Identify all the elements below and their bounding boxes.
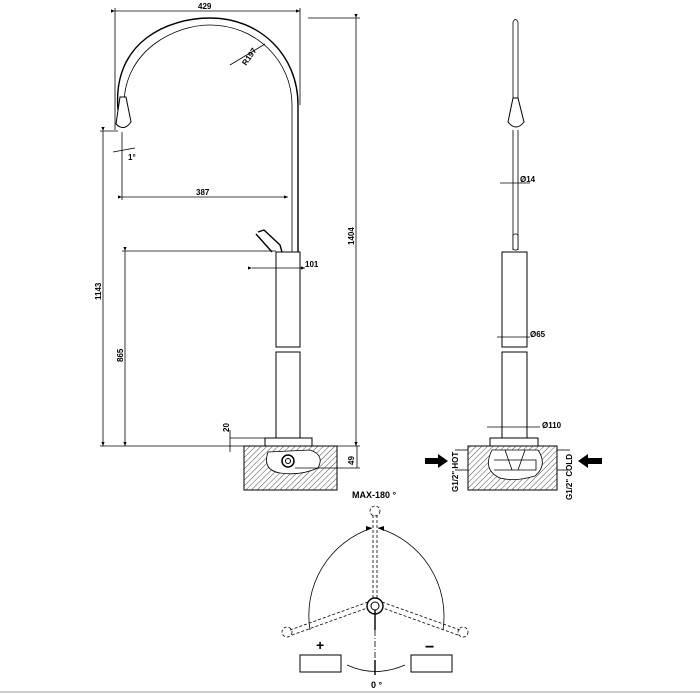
hot-inlet-arrow-icon <box>425 454 448 468</box>
dim-spout-height: 1143 <box>94 282 103 300</box>
rotation-arc <box>308 527 445 631</box>
inlet-cold-label: G1/2" COLD <box>565 454 574 500</box>
rotation-view: MAX-180 ° + − 0 ° <box>281 490 469 690</box>
body-upper <box>275 251 301 348</box>
dim-body-height: 865 <box>116 348 125 362</box>
max-rotation-label: MAX-180 ° <box>352 490 397 500</box>
spout-head <box>115 96 132 128</box>
dim-base: Ø110 <box>542 421 562 430</box>
base-plate <box>264 437 313 447</box>
dim-width: 429 <box>198 2 212 11</box>
dim-total-height: 1404 <box>347 227 356 245</box>
cold-inlet-arrow-icon <box>578 454 602 468</box>
front-pipe <box>512 19 519 250</box>
dim-angle: 1° <box>128 153 136 162</box>
inlet-hot-label: G1/2" HOT <box>451 452 460 492</box>
dim-handle: 101 <box>305 260 319 269</box>
spout-arc <box>116 17 299 252</box>
zero-rotation-label: 0 ° <box>371 680 383 690</box>
hot-sign: + <box>316 637 324 653</box>
front-spout-head <box>507 97 525 128</box>
front-view: Ø14 Ø65 Ø110 G1/2" HOT G1/2" COLD <box>425 19 602 500</box>
dim-body: Ø65 <box>530 330 546 339</box>
dim-pipe: Ø14 <box>520 175 536 184</box>
cold-sign: − <box>425 639 434 656</box>
body-lower <box>275 351 301 439</box>
dim-depth: 49 <box>347 456 356 465</box>
dim-reach: 387 <box>196 188 210 197</box>
cold-indicator-box <box>410 654 453 673</box>
front-body-lower <box>501 351 528 439</box>
side-view: 429 R197 1° 387 1404 1143 865 101 20 49 <box>94 2 360 491</box>
dim-base-plate: 20 <box>222 423 231 432</box>
hot-indicator-box <box>299 654 342 673</box>
front-body-upper <box>501 251 528 348</box>
lever-handle <box>255 229 283 253</box>
